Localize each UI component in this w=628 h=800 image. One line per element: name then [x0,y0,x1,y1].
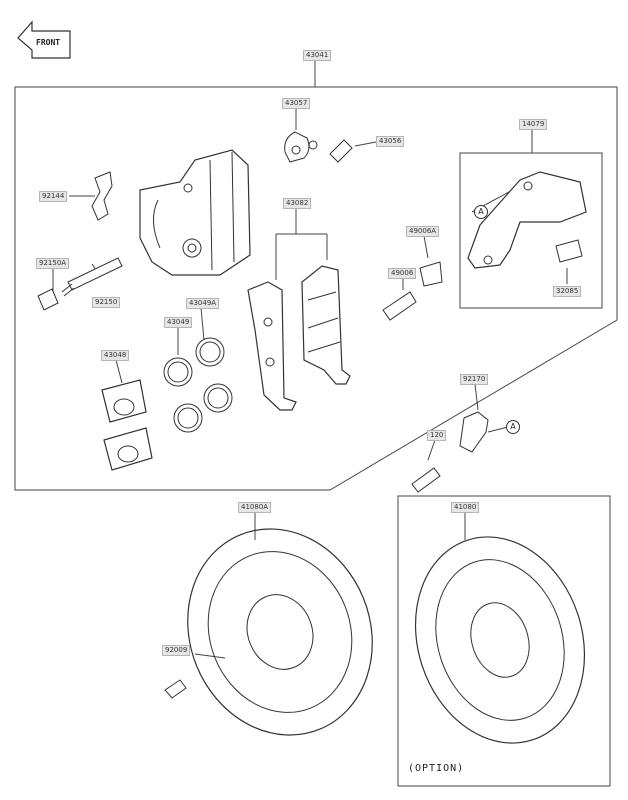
front-arrow-label: FRONT [36,38,61,47]
callout-a-clamp: A [506,420,520,434]
brake-pad-left [247,281,297,411]
part-label-piston[interactable]: 43048 [101,350,130,361]
part-label-pin-boot[interactable]: 49006 [388,268,417,279]
piston-seal-1 [173,403,203,433]
part-label-plug[interactable]: 92150A [36,258,70,269]
part-label-caliper-assembly[interactable]: 43041 [303,50,332,61]
option-label: (OPTION) [408,763,465,774]
dust-seal-2 [195,337,225,367]
part-label-disc-bolt[interactable]: 92009 [162,645,191,656]
bracket-box [459,152,603,309]
callout-a-bracket: A [474,205,488,219]
hose-clamp [459,411,489,453]
piston-2 [103,427,153,471]
bolt [411,467,441,493]
brake-pad-right [301,265,351,385]
part-label-bleeder-valve[interactable]: 43056 [376,136,405,147]
part-label-pin[interactable]: 92150 [92,297,121,308]
part-label-bracket-set[interactable]: 14079 [519,119,548,130]
part-label-spring[interactable]: 92144 [39,191,68,202]
brake-disc-standard [187,528,373,736]
caliper-assembly-frame [14,86,618,491]
pin-plug [37,288,59,311]
pad-spring [555,239,583,263]
caliper-bracket [467,171,587,269]
option-box [397,495,611,787]
part-label-bolt[interactable]: 120 [427,430,447,441]
part-label-disc-standard[interactable]: 41080A [238,502,272,513]
disc-bolt [164,679,187,699]
brake-disc-option [414,536,586,744]
part-label-seal-dust[interactable]: 43049A [186,298,220,309]
part-label-pad-spring[interactable]: 32085 [553,286,582,297]
part-label-pin-boot-a[interactable]: 49006A [406,226,440,237]
piston-seal-2 [203,383,233,413]
pin-boot [382,291,417,321]
part-label-cap-bleeder[interactable]: 43057 [282,98,311,109]
spring-clip [91,171,113,221]
bleeder-valve [329,139,353,163]
part-label-disc-option[interactable]: 41080 [451,502,480,513]
front-arrow-icon [17,20,71,59]
piston-1 [101,379,147,423]
part-label-pad-set[interactable]: 43082 [283,198,312,209]
caliper-body [139,149,251,276]
bleeder-cap [284,131,310,163]
pin-boot-a [419,261,443,287]
part-label-seal-piston[interactable]: 43049 [164,317,193,328]
part-label-hose-clamp[interactable]: 92170 [460,374,489,385]
dust-seal-1 [163,357,193,387]
caliper-pin [67,257,123,291]
